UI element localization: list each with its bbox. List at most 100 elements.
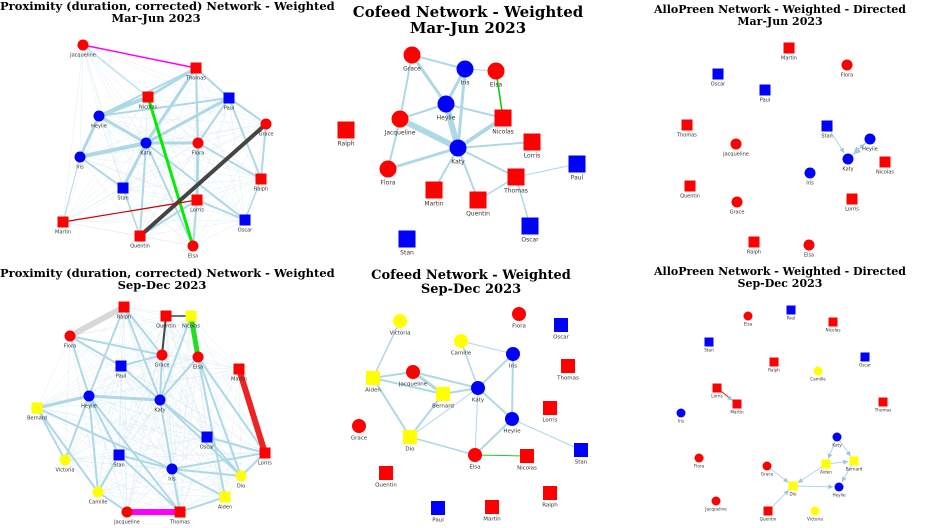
- node-flora[interactable]: [379, 160, 397, 178]
- node-martin[interactable]: [425, 181, 443, 199]
- node-quentin[interactable]: [684, 180, 696, 192]
- node-lorris[interactable]: [523, 133, 541, 151]
- node-dio[interactable]: [235, 470, 247, 482]
- node-heylie[interactable]: [437, 95, 455, 113]
- node-martin[interactable]: [783, 42, 795, 54]
- node-paul[interactable]: [223, 92, 235, 104]
- node-quentin[interactable]: [379, 466, 393, 480]
- node-grace[interactable]: [156, 349, 168, 361]
- node-thomas[interactable]: [878, 397, 888, 407]
- node-elsa[interactable]: [803, 239, 815, 251]
- node-victoria[interactable]: [810, 506, 820, 516]
- node-jacqueline[interactable]: [406, 365, 420, 379]
- node-stan[interactable]: [821, 120, 833, 132]
- node-martin[interactable]: [233, 363, 245, 375]
- node-paul[interactable]: [759, 84, 771, 96]
- node-oscar[interactable]: [712, 68, 724, 80]
- node-oscar[interactable]: [554, 318, 568, 332]
- node-elsa[interactable]: [487, 62, 505, 80]
- node-stan[interactable]: [574, 443, 588, 457]
- node-katy[interactable]: [832, 432, 842, 442]
- node-paul[interactable]: [568, 155, 586, 173]
- node-ralph[interactable]: [748, 236, 760, 248]
- node-aiden[interactable]: [366, 371, 380, 385]
- node-victoria[interactable]: [59, 454, 71, 466]
- node-nicolas[interactable]: [520, 449, 534, 463]
- node-flora[interactable]: [192, 137, 204, 149]
- node-jacqueline[interactable]: [730, 138, 742, 150]
- node-heylie[interactable]: [834, 482, 844, 492]
- node-victoria[interactable]: [393, 314, 407, 328]
- node-ralph[interactable]: [543, 486, 557, 500]
- node-lorris[interactable]: [191, 194, 203, 206]
- node-camille[interactable]: [454, 334, 468, 348]
- node-grace[interactable]: [403, 46, 421, 64]
- node-elsa[interactable]: [187, 240, 199, 252]
- node-nicolas[interactable]: [494, 109, 512, 127]
- node-stan[interactable]: [704, 337, 714, 347]
- node-katy[interactable]: [140, 137, 152, 149]
- node-lorris[interactable]: [846, 193, 858, 205]
- node-quentin[interactable]: [160, 310, 172, 322]
- node-nicolas[interactable]: [185, 310, 197, 322]
- node-iris[interactable]: [74, 151, 86, 163]
- node-quentin[interactable]: [469, 191, 487, 209]
- node-grace[interactable]: [260, 118, 272, 130]
- node-nicolas[interactable]: [879, 156, 891, 168]
- node-flora[interactable]: [512, 307, 526, 321]
- node-martin[interactable]: [57, 216, 69, 228]
- node-flora[interactable]: [694, 453, 704, 463]
- node-heylie[interactable]: [83, 390, 95, 402]
- node-oscar[interactable]: [860, 352, 870, 362]
- node-thomas[interactable]: [507, 168, 525, 186]
- node-camille[interactable]: [92, 486, 104, 498]
- node-aiden[interactable]: [821, 459, 831, 469]
- node-nicolas[interactable]: [828, 317, 838, 327]
- node-nicolas[interactable]: [142, 91, 154, 103]
- node-oscar[interactable]: [201, 431, 213, 443]
- node-elsa[interactable]: [743, 311, 753, 321]
- node-ralph[interactable]: [255, 173, 267, 185]
- node-stan[interactable]: [398, 230, 416, 248]
- node-dio[interactable]: [788, 481, 798, 491]
- node-paul[interactable]: [115, 360, 127, 372]
- node-thomas[interactable]: [681, 119, 693, 131]
- node-quentin[interactable]: [134, 230, 146, 242]
- node-camille[interactable]: [813, 366, 823, 376]
- node-heylie[interactable]: [93, 110, 105, 122]
- node-iris[interactable]: [506, 347, 520, 361]
- node-dio[interactable]: [403, 430, 417, 444]
- node-jacqueline[interactable]: [711, 496, 721, 506]
- node-jacqueline[interactable]: [121, 506, 133, 518]
- node-grace[interactable]: [731, 196, 743, 208]
- node-bernard[interactable]: [31, 402, 43, 414]
- node-grace[interactable]: [762, 461, 772, 471]
- node-lorris[interactable]: [543, 401, 557, 415]
- node-lorris[interactable]: [712, 383, 722, 393]
- node-jacqueline[interactable]: [391, 110, 409, 128]
- node-iris[interactable]: [676, 408, 686, 418]
- node-elsa[interactable]: [192, 351, 204, 363]
- node-katy[interactable]: [154, 394, 166, 406]
- node-flora[interactable]: [64, 330, 76, 342]
- node-elsa[interactable]: [468, 448, 482, 462]
- node-iris[interactable]: [166, 463, 178, 475]
- node-jacqueline[interactable]: [77, 39, 89, 51]
- node-martin[interactable]: [485, 500, 499, 514]
- node-katy[interactable]: [471, 381, 485, 395]
- node-paul[interactable]: [786, 305, 796, 315]
- node-grace[interactable]: [352, 419, 366, 433]
- node-quentin[interactable]: [763, 506, 773, 516]
- node-lorris[interactable]: [259, 447, 271, 459]
- node-heylie[interactable]: [505, 412, 519, 426]
- node-thomas[interactable]: [174, 506, 186, 518]
- node-thomas[interactable]: [190, 62, 202, 74]
- node-oscar[interactable]: [521, 217, 539, 235]
- node-bernard[interactable]: [436, 387, 450, 401]
- node-ralph[interactable]: [118, 301, 130, 313]
- node-ralph[interactable]: [337, 121, 355, 139]
- node-katy[interactable]: [842, 153, 854, 165]
- node-heylie[interactable]: [864, 133, 876, 145]
- node-iris[interactable]: [456, 60, 474, 78]
- node-aiden[interactable]: [219, 491, 231, 503]
